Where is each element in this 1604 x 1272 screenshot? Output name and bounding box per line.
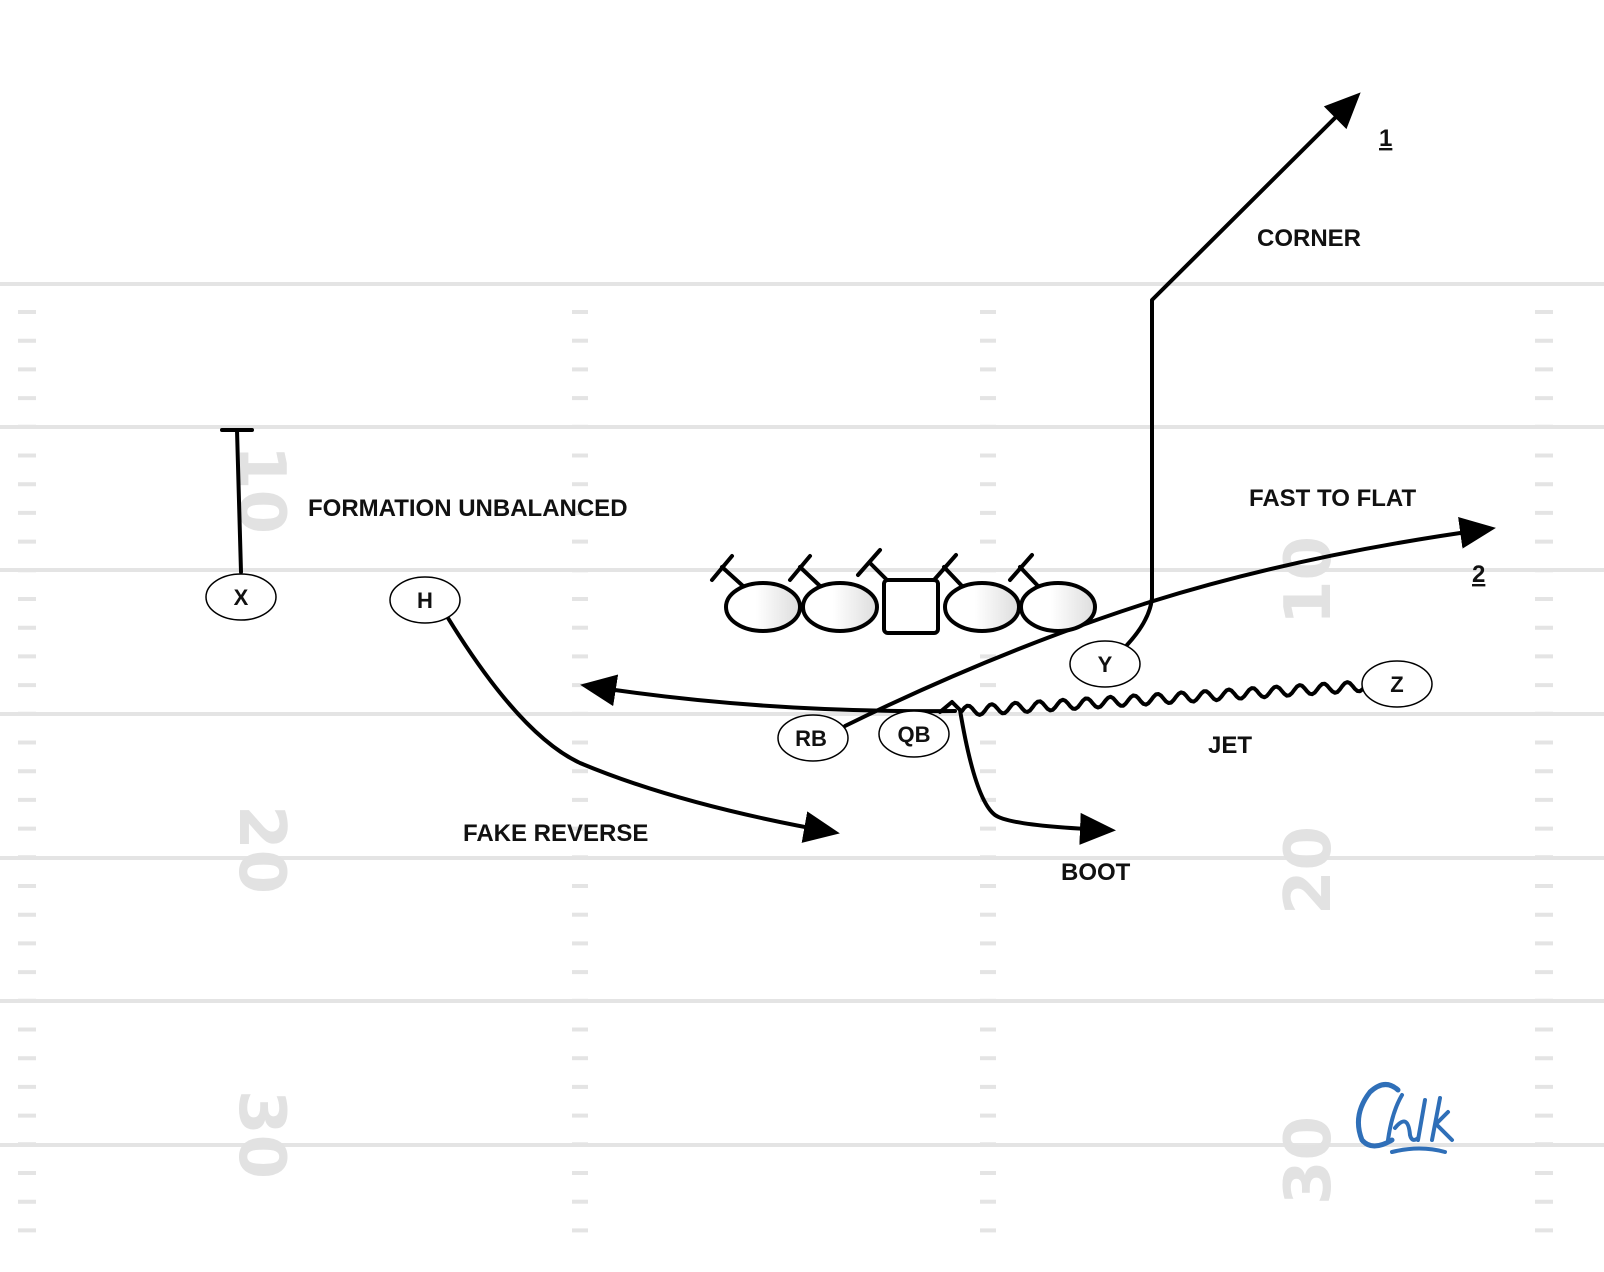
read-1-label: 1: [1379, 125, 1392, 152]
jet-label: JET: [1208, 732, 1252, 759]
lineman-left-guard: [788, 554, 879, 633]
chalk-logo: [1355, 1082, 1454, 1154]
svg-text:RB: RB: [795, 726, 827, 751]
svg-text:H: H: [417, 588, 433, 613]
yard-number-right-20: 20: [1272, 826, 1346, 915]
player-z: Z: [1361, 660, 1433, 708]
h-fake-reverse-route: [446, 616, 840, 843]
svg-text:QB: QB: [898, 722, 931, 747]
svg-text:X: X: [234, 585, 249, 610]
yard-numbers: 10 20 30 10 20 30: [224, 445, 1346, 1205]
qb-boot-route: [938, 700, 1116, 845]
player-rb: RB: [777, 714, 849, 762]
routes: [220, 92, 1496, 845]
reverse-handoff-route: [580, 674, 957, 714]
read-2-label: 2: [1472, 561, 1485, 588]
z-jet-motion: [960, 680, 1367, 717]
center: [856, 548, 940, 635]
boot-label: BOOT: [1061, 859, 1131, 886]
lineman-right-guard: [932, 553, 1021, 633]
yard-number-right-30: 30: [1272, 1116, 1346, 1205]
svg-text:Y: Y: [1098, 652, 1113, 677]
player-x: X: [205, 573, 277, 621]
fast-to-flat-label: FAST TO FLAT: [1249, 485, 1416, 512]
fake-reverse-label: FAKE REVERSE: [463, 820, 648, 847]
yard-number-right-10: 10: [1272, 536, 1346, 625]
yard-number-left-10: 10: [224, 445, 298, 534]
formation-label: FORMATION UNBALANCED: [308, 495, 628, 522]
corner-label: CORNER: [1257, 225, 1361, 252]
svg-text:Z: Z: [1390, 672, 1403, 697]
yard-number-left-20: 20: [224, 805, 298, 894]
yard-number-left-30: 30: [224, 1090, 298, 1179]
y-corner-route: [1125, 92, 1361, 647]
lineman-right-tackle: [1008, 553, 1097, 633]
x-stop-route: [220, 428, 254, 574]
player-qb: QB: [878, 710, 950, 758]
offensive-line: [710, 548, 1097, 635]
lineman-left-tackle: [710, 554, 802, 633]
field-markings: [0, 282, 1604, 1233]
player-h: H: [389, 576, 461, 624]
player-y: Y: [1069, 640, 1141, 688]
